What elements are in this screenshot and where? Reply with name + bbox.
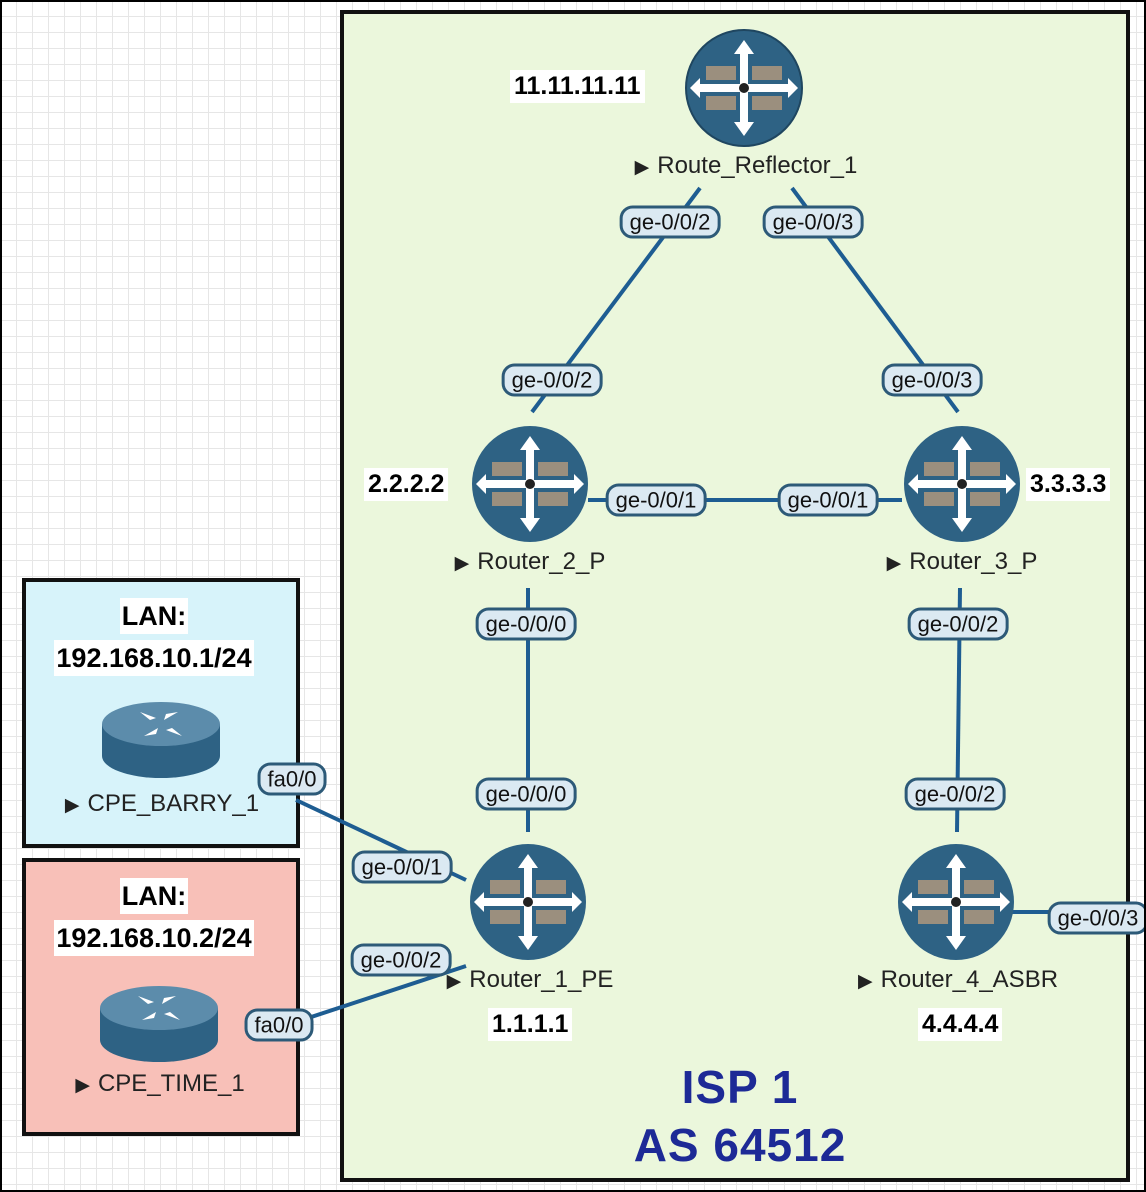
expand-triangle-icon[interactable]: ▶ xyxy=(75,1075,90,1096)
lan-barry-title: LAN: xyxy=(119,598,189,634)
node-name: Router_3_P xyxy=(909,548,1038,575)
node-name: CPE_BARRY_1 xyxy=(87,790,260,817)
router-icon[interactable] xyxy=(684,28,804,148)
isp-name: ISP 1 xyxy=(681,1061,799,1113)
router-icon[interactable] xyxy=(902,424,1022,544)
router-icon[interactable] xyxy=(98,700,224,782)
expand-triangle-icon[interactable]: ▶ xyxy=(446,971,462,992)
isp-area xyxy=(340,10,1130,1182)
router-icon[interactable] xyxy=(896,842,1016,962)
node-label-router2[interactable]: ▶ Router_2_P xyxy=(455,548,606,576)
port-barry-to-r1[interactable]: fa0/0 xyxy=(257,762,327,796)
loopback-route-reflector: 11.11.11.11 xyxy=(510,70,645,103)
node-name: CPE_TIME_1 xyxy=(97,1070,245,1097)
expand-triangle-icon[interactable]: ▶ xyxy=(634,157,650,178)
isp-title: ISP 1 AS 64512 xyxy=(634,1058,847,1174)
lan-time-title: LAN: xyxy=(119,878,189,914)
router-icon[interactable] xyxy=(468,842,588,962)
port-r2-to-rr[interactable]: ge-0/0/2 xyxy=(501,363,603,397)
expand-triangle-icon[interactable]: ▶ xyxy=(857,971,873,992)
router-icon[interactable] xyxy=(470,424,590,544)
loopback-router4: 4.4.4.4 xyxy=(918,1008,1003,1041)
node-name: Router_2_P xyxy=(477,548,606,575)
port-r3-to-rr[interactable]: ge-0/0/3 xyxy=(881,363,983,397)
port-rr-to-r2[interactable]: ge-0/0/2 xyxy=(619,205,721,239)
port-r4-external[interactable]: ge-0/0/3 xyxy=(1047,901,1146,935)
node-label-router1[interactable]: ▶ Router_1_PE xyxy=(447,966,614,994)
node-label-router4[interactable]: ▶ Router_4_ASBR xyxy=(858,966,1058,994)
lan-barry-label: LAN: 192.168.10.1/24 xyxy=(30,598,278,676)
isp-as-number: AS 64512 xyxy=(633,1119,847,1171)
node-name: Route_Reflector_1 xyxy=(657,152,858,179)
port-r3-to-r4[interactable]: ge-0/0/2 xyxy=(907,607,1009,641)
node-label-cpe-barry[interactable]: ▶ CPE_BARRY_1 xyxy=(65,790,259,818)
node-label-cpe-time[interactable]: ▶ CPE_TIME_1 xyxy=(75,1070,244,1098)
loopback-router3: 3.3.3.3 xyxy=(1026,468,1111,501)
lan-barry-subnet: 192.168.10.1/24 xyxy=(54,640,254,676)
lan-time-subnet: 192.168.10.2/24 xyxy=(54,920,254,956)
loopback-router2: 2.2.2.2 xyxy=(364,468,449,501)
port-r2-to-r1[interactable]: ge-0/0/0 xyxy=(475,607,577,641)
node-label-router3[interactable]: ▶ Router_3_P xyxy=(887,548,1038,576)
lan-time-label: LAN: 192.168.10.2/24 xyxy=(30,878,278,956)
expand-triangle-icon[interactable]: ▶ xyxy=(64,795,80,816)
expand-triangle-icon[interactable]: ▶ xyxy=(454,553,470,574)
loopback-router1: 1.1.1.1 xyxy=(488,1008,573,1041)
port-r3-to-r2[interactable]: ge-0/0/1 xyxy=(777,483,879,517)
node-name: Router_4_ASBR xyxy=(880,966,1059,993)
router-icon[interactable] xyxy=(96,984,222,1066)
port-r2-to-r3[interactable]: ge-0/0/1 xyxy=(605,483,707,517)
node-label-route-reflector[interactable]: ▶ Route_Reflector_1 xyxy=(635,152,858,180)
port-r1-to-barry[interactable]: ge-0/0/1 xyxy=(351,850,453,884)
port-rr-to-r3[interactable]: ge-0/0/3 xyxy=(762,205,864,239)
expand-triangle-icon[interactable]: ▶ xyxy=(886,553,902,574)
node-name: Router_1_PE xyxy=(469,966,614,993)
port-r1-to-r2[interactable]: ge-0/0/0 xyxy=(475,777,577,811)
port-r1-to-time[interactable]: ge-0/0/2 xyxy=(350,943,452,977)
port-r4-to-r3[interactable]: ge-0/0/2 xyxy=(904,777,1006,811)
port-time-to-r1[interactable]: fa0/0 xyxy=(244,1008,314,1042)
